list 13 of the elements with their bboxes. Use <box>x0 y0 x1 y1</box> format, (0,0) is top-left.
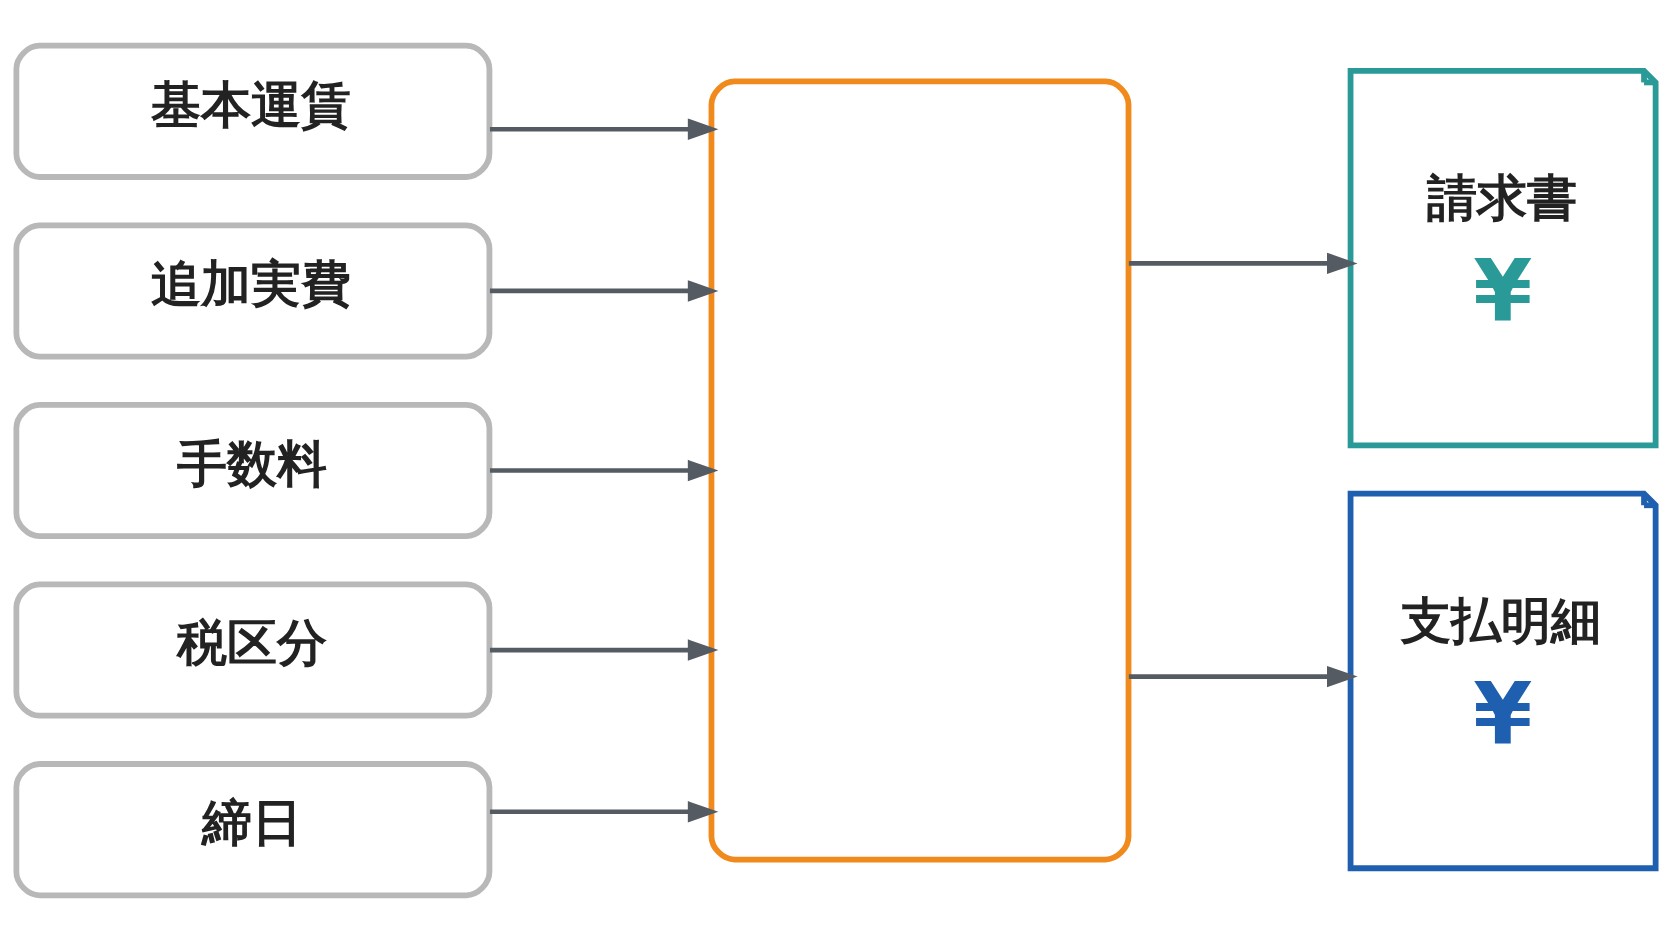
node-box <box>708 78 1132 863</box>
node-box: 追加実費 <box>13 222 493 360</box>
arrow <box>489 280 719 302</box>
node-box: 締日 <box>13 761 493 899</box>
arrow <box>489 639 719 661</box>
node-box: 手数料 <box>13 401 493 540</box>
arrow <box>1128 665 1358 688</box>
node-box: 基本運賃 <box>13 42 493 180</box>
node-box: 税区分 <box>13 581 493 719</box>
arrow <box>489 118 719 140</box>
arrow <box>489 459 719 482</box>
arrow <box>1128 252 1358 275</box>
arrow <box>489 801 719 823</box>
